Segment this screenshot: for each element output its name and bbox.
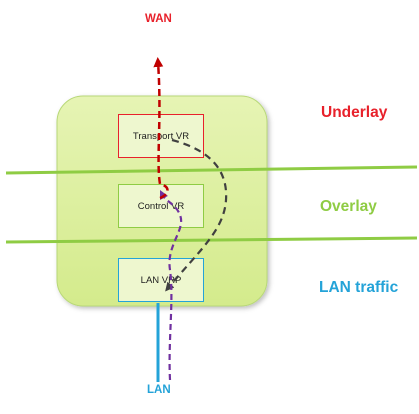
transport-vr-label: Transport VR <box>132 130 190 142</box>
lan-traffic-label: LAN traffic <box>319 279 399 296</box>
overlay-path-arrow <box>159 189 183 381</box>
underlay-path-arrow <box>153 57 169 200</box>
underlay-overlay-divider <box>5 165 418 175</box>
lan-label: LAN <box>147 384 171 396</box>
transport-vr-box: Transport VR <box>118 114 204 158</box>
lan-vrp-box: LAN VRP <box>118 258 204 302</box>
control-vr-label: Control VR <box>137 200 185 212</box>
overlay-label: Overlay <box>320 198 377 215</box>
overlay-lan-divider <box>5 236 418 244</box>
lan-vrp-label: LAN VRP <box>140 274 182 286</box>
wan-label: WAN <box>145 13 172 25</box>
return-path-arrow <box>165 138 228 292</box>
underlay-label: Underlay <box>321 104 388 121</box>
